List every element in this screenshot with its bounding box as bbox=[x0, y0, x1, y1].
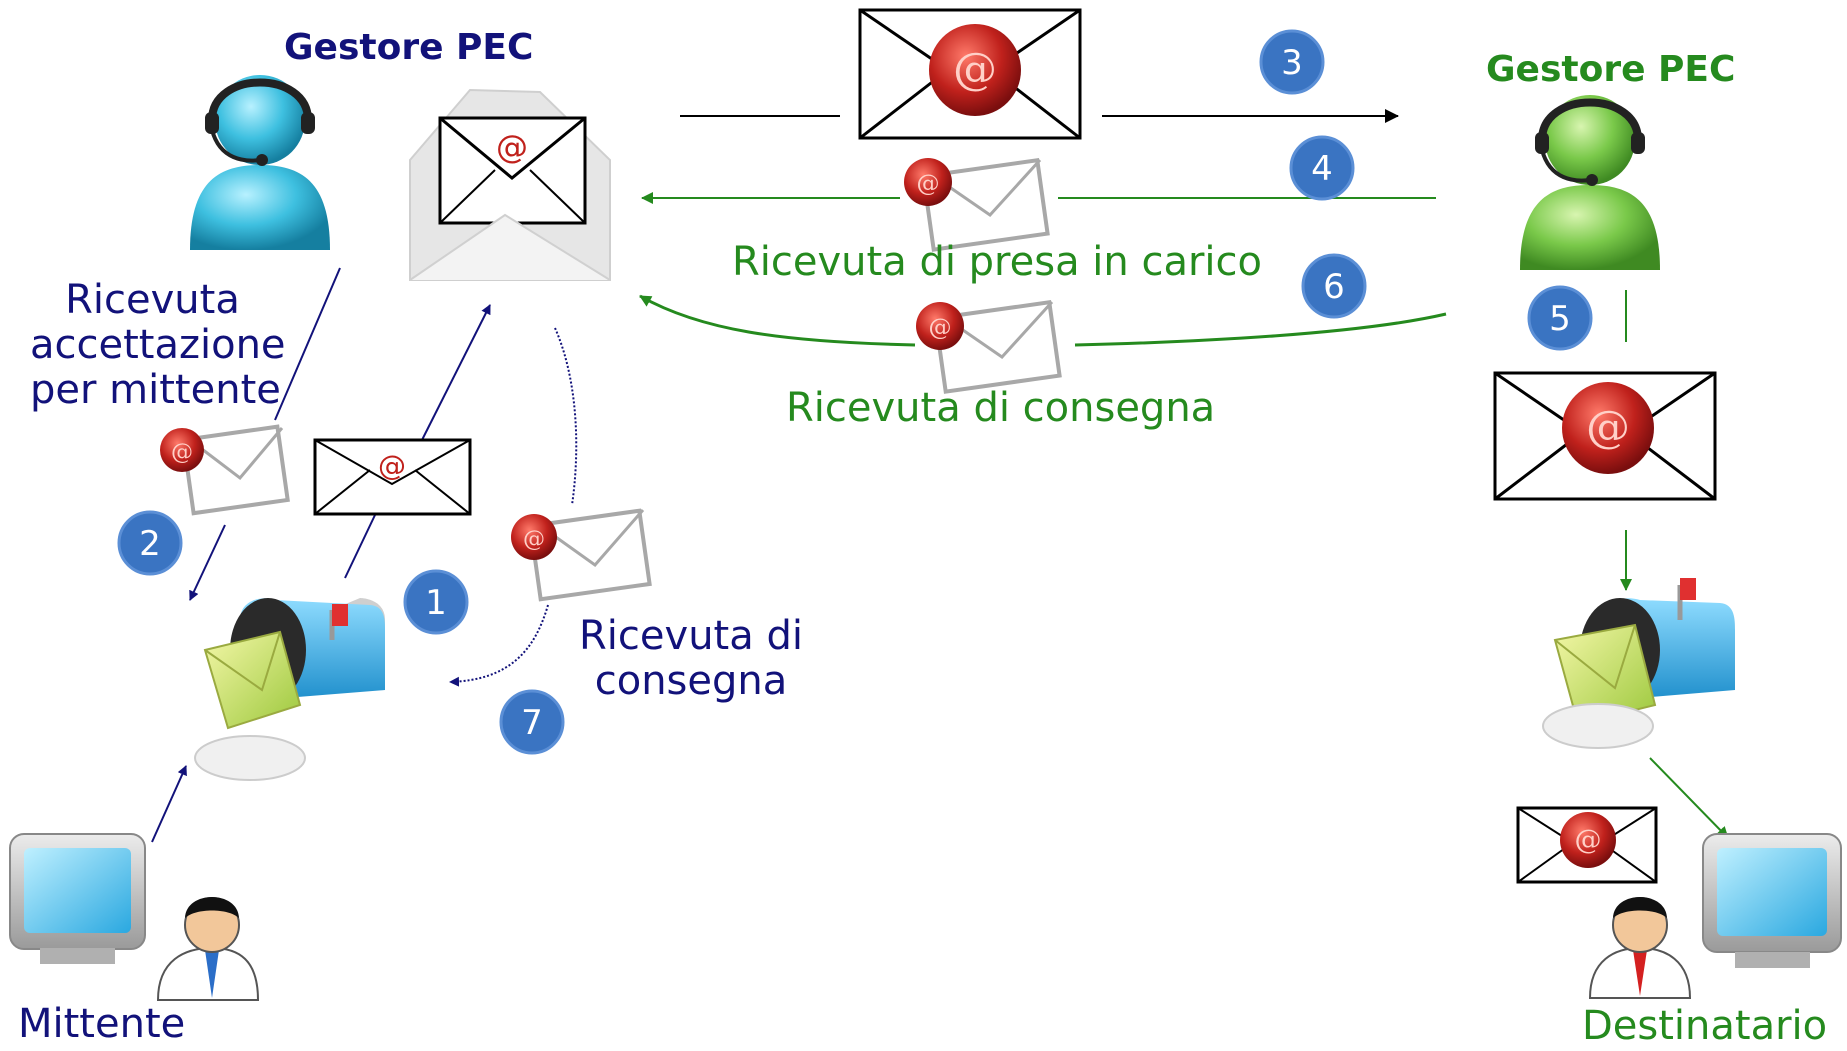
svg-text:4: 4 bbox=[1311, 149, 1333, 189]
svg-text:6: 6 bbox=[1323, 267, 1345, 307]
step-badge-5: 5 bbox=[1527, 285, 1593, 351]
sender-user-icon bbox=[156, 897, 260, 1001]
step-7-receipt-envelope-icon: @ bbox=[511, 508, 652, 602]
svg-text:@: @ bbox=[1586, 402, 1630, 453]
svg-text:@: @ bbox=[929, 315, 952, 341]
step-4-receipt-envelope-icon: @ bbox=[904, 158, 1050, 252]
step-badge-2: 2 bbox=[117, 510, 183, 576]
svg-text:@: @ bbox=[523, 527, 545, 552]
sender-provider-title: Gestore PEC bbox=[284, 27, 534, 68]
recipient-actor-label: Destinatario bbox=[1582, 1003, 1828, 1049]
recipient-computer-icon bbox=[1702, 833, 1842, 968]
delivery-to-recipient-arrow bbox=[1649, 757, 1729, 839]
svg-text:1: 1 bbox=[425, 583, 447, 623]
step-badge-6: 6 bbox=[1301, 253, 1367, 319]
svg-text:@: @ bbox=[917, 171, 940, 197]
step-6-receipt-envelope-icon: @ bbox=[916, 300, 1062, 394]
at-sign-icon: @ bbox=[496, 128, 528, 166]
provider-delivery-receipt-label: Ricevuta di consegna bbox=[786, 385, 1216, 431]
step-1-send-arrow bbox=[421, 304, 491, 441]
step-badge-3: 3 bbox=[1259, 29, 1325, 95]
step-7-curve-upper bbox=[554, 327, 578, 506]
delivered-sealed-envelope-icon: @ bbox=[1516, 806, 1658, 884]
sender-provider-mail-icon: @ bbox=[409, 88, 611, 281]
svg-text:3: 3 bbox=[1281, 43, 1303, 83]
step-1-line-lower bbox=[344, 514, 376, 579]
certified-email-sealed-envelope-icon: @ bbox=[858, 8, 1082, 140]
recipient-provider-operator-icon bbox=[1520, 95, 1660, 270]
recipient-user-icon bbox=[1588, 897, 1692, 999]
step-badge-4: 4 bbox=[1289, 135, 1355, 201]
taking-charge-receipt-label: Ricevuta di presa in carico bbox=[732, 239, 1262, 285]
sender-provider-operator-icon bbox=[190, 75, 330, 250]
acceptance-receipt-envelope-icon: @ bbox=[160, 424, 290, 516]
recipient-sealed-envelope-icon: @ bbox=[1493, 371, 1717, 501]
svg-text:2: 2 bbox=[139, 524, 161, 564]
step-2-receipt-arrow bbox=[189, 524, 226, 601]
sender-computer-icon bbox=[9, 833, 146, 964]
step-badge-7: 7 bbox=[499, 689, 565, 755]
acceptance-receipt-line bbox=[274, 267, 341, 421]
svg-text:@: @ bbox=[378, 449, 406, 482]
recipient-mailbox-icon bbox=[1542, 578, 1735, 749]
acceptance-receipt-label: Ricevuta accettazione per mittente bbox=[30, 277, 286, 414]
svg-text:7: 7 bbox=[521, 703, 543, 743]
svg-text:5: 5 bbox=[1549, 299, 1571, 339]
sender-mailbox-icon bbox=[194, 598, 385, 781]
step-1-email-envelope-icon: @ bbox=[313, 438, 472, 516]
sender-delivery-receipt-label: Ricevuta di consegna bbox=[579, 613, 803, 705]
svg-text:@: @ bbox=[171, 440, 193, 465]
step-badge-1: 1 bbox=[403, 569, 469, 635]
svg-text:@: @ bbox=[1575, 825, 1602, 856]
sender-actor-label: Mittente bbox=[18, 1001, 186, 1047]
recipient-provider-title: Gestore PEC bbox=[1486, 49, 1736, 90]
svg-text:@: @ bbox=[953, 44, 997, 95]
step-7-receipt-arrow bbox=[449, 604, 549, 687]
step-6-receipt-arrow bbox=[639, 294, 1447, 347]
sender-to-mailbox-arrow bbox=[151, 765, 187, 843]
